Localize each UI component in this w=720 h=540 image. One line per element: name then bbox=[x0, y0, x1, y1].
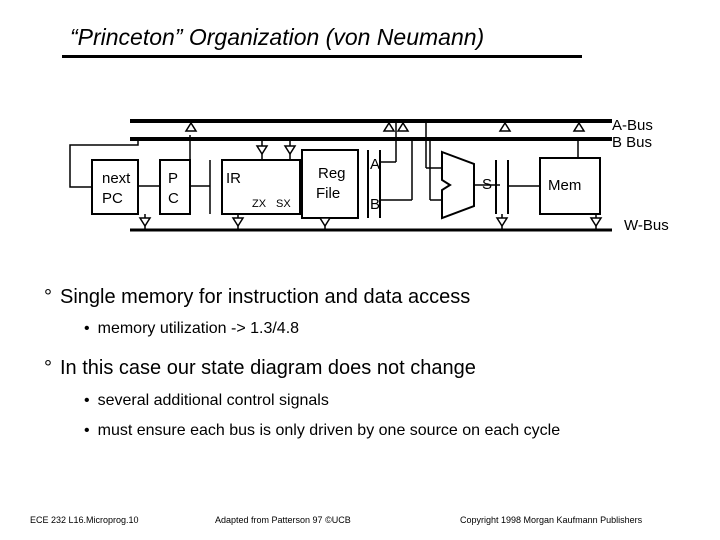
bullet-text: several additional control signals bbox=[97, 392, 329, 409]
ir-label: IR bbox=[226, 170, 241, 187]
bullet-text: memory utilization -> 1.3/4.8 bbox=[97, 320, 300, 337]
footer-copyright: Copyright 1998 Morgan Kaufmann Publisher… bbox=[460, 515, 643, 525]
next-pc-label-2: PC bbox=[102, 190, 123, 207]
alu-shape bbox=[441, 150, 475, 220]
bullet-marker: ° bbox=[44, 357, 52, 379]
pc-register bbox=[159, 159, 191, 215]
bullet-marker: • bbox=[84, 392, 90, 409]
zx-label: ZX bbox=[252, 198, 267, 210]
sub-bullet-item: • memory utilization -> 1.3/4.8 bbox=[84, 320, 299, 338]
bullet-marker: ° bbox=[44, 286, 52, 308]
bullet-marker: • bbox=[84, 320, 90, 337]
pc-label-1: P bbox=[168, 170, 178, 187]
title-underline bbox=[62, 55, 582, 58]
driver-w3-icon bbox=[318, 217, 332, 228]
bullet-text: must ensure each bus is only driven by o… bbox=[97, 422, 561, 439]
b-reg-label: B bbox=[370, 196, 380, 213]
driver-reg-icon bbox=[382, 121, 396, 132]
bullet-text: In this case our state diagram does not … bbox=[60, 357, 476, 379]
driver-a-icon bbox=[396, 121, 410, 132]
datapath-diagram: next PC P C IR ZX SX Reg File A B S Mem … bbox=[69, 117, 669, 234]
s-reg-label: S bbox=[482, 176, 492, 193]
reg-file-label-2: File bbox=[316, 185, 340, 202]
pc-label-2: C bbox=[168, 190, 179, 207]
sub-bullet-item: • several additional control signals bbox=[84, 392, 329, 410]
slide-title: “Princeton” Organization (von Neumann) bbox=[70, 24, 485, 50]
mem-block bbox=[539, 157, 601, 215]
reg-file-label-1: Reg bbox=[318, 165, 346, 182]
w-bus-label: W-Bus bbox=[624, 217, 669, 234]
bullet-item: ° In this case our state diagram does not… bbox=[44, 357, 476, 380]
mem-label: Mem bbox=[548, 177, 581, 194]
driver-sx-icon bbox=[283, 145, 297, 156]
next-pc-label-1: next bbox=[102, 170, 131, 187]
sx-label: SX bbox=[276, 198, 291, 210]
driver-pc-icon bbox=[184, 121, 198, 132]
footer-attribution: Adapted from Patterson 97 ©UCB bbox=[215, 515, 351, 525]
driver-w1-icon bbox=[138, 217, 152, 228]
driver-w2-icon bbox=[231, 217, 245, 228]
driver-w5-icon bbox=[589, 217, 603, 228]
driver-mem-icon bbox=[572, 121, 586, 132]
bullet-marker: • bbox=[84, 422, 90, 439]
bullet-item: ° Single memory for instruction and data … bbox=[44, 286, 470, 309]
b-bus-label: B Bus bbox=[612, 134, 652, 151]
reg-file-block bbox=[301, 149, 359, 219]
driver-alu-icon bbox=[498, 121, 512, 132]
ir-block bbox=[221, 159, 301, 215]
sub-bullet-item: • must ensure each bus is only driven by … bbox=[84, 422, 560, 440]
a-reg-label: A bbox=[370, 156, 380, 173]
bullet-text: Single memory for instruction and data a… bbox=[60, 286, 471, 308]
driver-w4-icon bbox=[495, 217, 509, 228]
footer-course-id: ECE 232 L16.Microprog.10 bbox=[30, 515, 139, 525]
a-bus-label: A-Bus bbox=[612, 117, 653, 134]
driver-zx-icon bbox=[255, 145, 269, 156]
